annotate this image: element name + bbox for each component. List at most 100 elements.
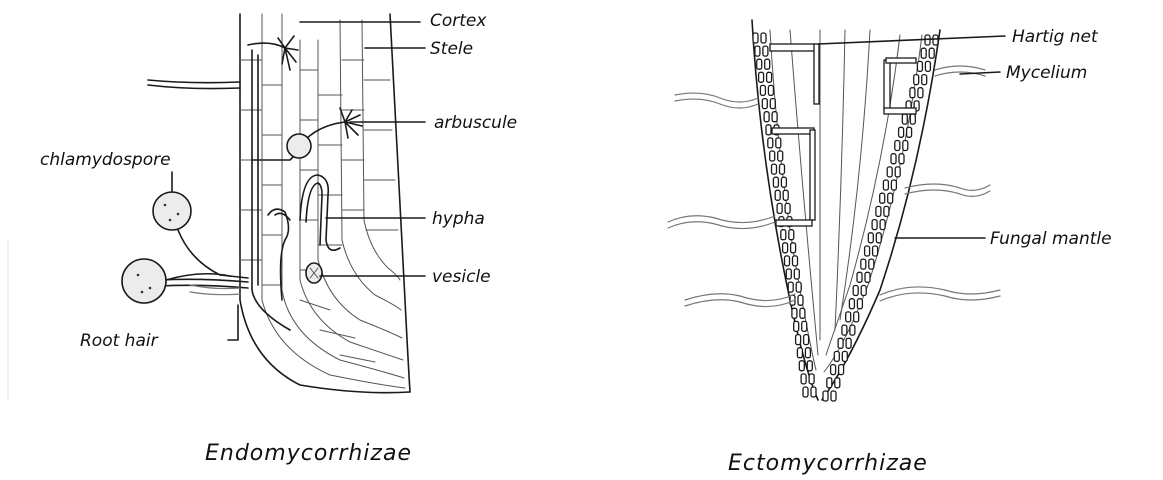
mantle-cell — [794, 269, 799, 279]
mycelium-hyphae — [668, 66, 1000, 307]
mantle-cell — [796, 335, 801, 345]
mantle-cell — [780, 164, 785, 174]
mantle-cell — [772, 164, 777, 174]
mantle-cell — [765, 59, 770, 69]
mantle-cell — [755, 46, 760, 56]
mantle-cell — [929, 48, 934, 58]
mantle-cell — [868, 233, 873, 243]
mantle-cell — [917, 61, 922, 71]
mantle-cell — [768, 138, 773, 148]
mantle-cell — [933, 35, 938, 45]
label-cortex: Cortex — [430, 11, 487, 31]
title-ectomycorrhizae: Ectomycorrhizae — [728, 451, 928, 476]
mantle-cell — [846, 312, 851, 322]
mantle-cell — [827, 378, 832, 388]
mantle-cell — [777, 203, 782, 213]
mantle-cell — [918, 88, 923, 98]
mantle-cell — [768, 85, 773, 95]
mantle-cell — [914, 75, 919, 85]
mantle-cell — [872, 220, 877, 230]
mantle-cell — [853, 286, 858, 296]
mantle-cell — [880, 220, 885, 230]
mantle-cell — [770, 151, 775, 161]
ectomycorrhizae-panel: Hartig net Mycelium Fungal mantle Ectomy… — [668, 20, 1112, 476]
mantle-cell — [876, 206, 881, 216]
mantle-cell — [835, 378, 840, 388]
mantle-cell — [891, 154, 896, 164]
mantle-cell — [839, 365, 844, 375]
mantle-cell — [809, 374, 814, 384]
mantle-cell — [805, 348, 810, 358]
mantle-cell — [761, 33, 766, 43]
mantle-cell — [802, 321, 807, 331]
mantle-cell — [783, 190, 788, 200]
mantle-cell — [801, 374, 806, 384]
label-root-hair: Root hair — [80, 331, 159, 351]
mantle-cell — [781, 177, 786, 187]
mantle-cell — [762, 99, 767, 109]
mantle-cell — [861, 286, 866, 296]
mantle-cell — [763, 46, 768, 56]
mantle-cell — [880, 193, 885, 203]
vesicle-upper — [287, 134, 311, 158]
mantle-cell — [842, 351, 847, 361]
label-hypha: hypha — [432, 209, 485, 229]
mantle-cell — [910, 114, 915, 124]
mantle-cell — [797, 348, 802, 358]
hartig-net-structure — [770, 44, 916, 226]
mantle-cell — [807, 361, 812, 371]
mantle-cell — [804, 335, 809, 345]
mantle-cell — [811, 387, 816, 397]
label-arbuscule: arbuscule — [434, 113, 517, 133]
mantle-cell — [766, 125, 771, 135]
mantle-cell — [861, 259, 866, 269]
label-chlamydospore: chlamydospore — [40, 150, 171, 170]
fungal-mantle-right — [823, 35, 938, 401]
mantle-cell — [793, 256, 798, 266]
endo-hyphae — [148, 43, 340, 330]
mantle-cell — [770, 99, 775, 109]
mantle-cell — [799, 361, 804, 371]
endomycorrhizae-panel: Cortex Stele arbuscule chlamydospore hyp… — [40, 11, 517, 466]
arbuscule-structure — [278, 36, 362, 140]
mantle-cell — [757, 59, 762, 69]
mantle-cell — [865, 272, 870, 282]
fungal-mantle-left — [753, 33, 816, 397]
label-fungal-mantle: Fungal mantle — [990, 229, 1112, 249]
mantle-cell — [773, 177, 778, 187]
mantle-cell — [921, 48, 926, 58]
chlamydospore-upper — [153, 192, 191, 230]
mantle-cell — [775, 190, 780, 200]
mantle-cell — [781, 230, 786, 240]
mantle-cell — [803, 387, 808, 397]
mantle-cell — [792, 308, 797, 318]
mantle-cell — [902, 114, 907, 124]
mantle-cell — [865, 246, 870, 256]
mantle-cell — [884, 206, 889, 216]
mantle-cell — [876, 233, 881, 243]
mantle-cell — [857, 272, 862, 282]
mantle-cell — [895, 167, 900, 177]
mantle-cell — [907, 127, 912, 137]
mantle-cell — [785, 256, 790, 266]
mantle-cell — [789, 230, 794, 240]
mantle-cell — [786, 269, 791, 279]
mantle-cell — [834, 351, 839, 361]
vesicles — [287, 134, 322, 283]
mantle-cell — [772, 112, 777, 122]
mantle-cell — [887, 167, 892, 177]
mantle-cell — [783, 243, 788, 253]
mantle-cell — [910, 88, 915, 98]
mantle-cell — [922, 75, 927, 85]
mantle-cell — [785, 203, 790, 213]
label-stele: Stele — [430, 39, 473, 59]
mantle-cell — [788, 282, 793, 292]
mantle-cell — [869, 259, 874, 269]
mantle-cell — [849, 299, 854, 309]
mantle-cell — [823, 391, 828, 401]
mantle-cell — [903, 141, 908, 151]
endo-leader-lines — [172, 22, 425, 340]
mantle-cell — [831, 391, 836, 401]
mantle-cell — [850, 325, 855, 335]
